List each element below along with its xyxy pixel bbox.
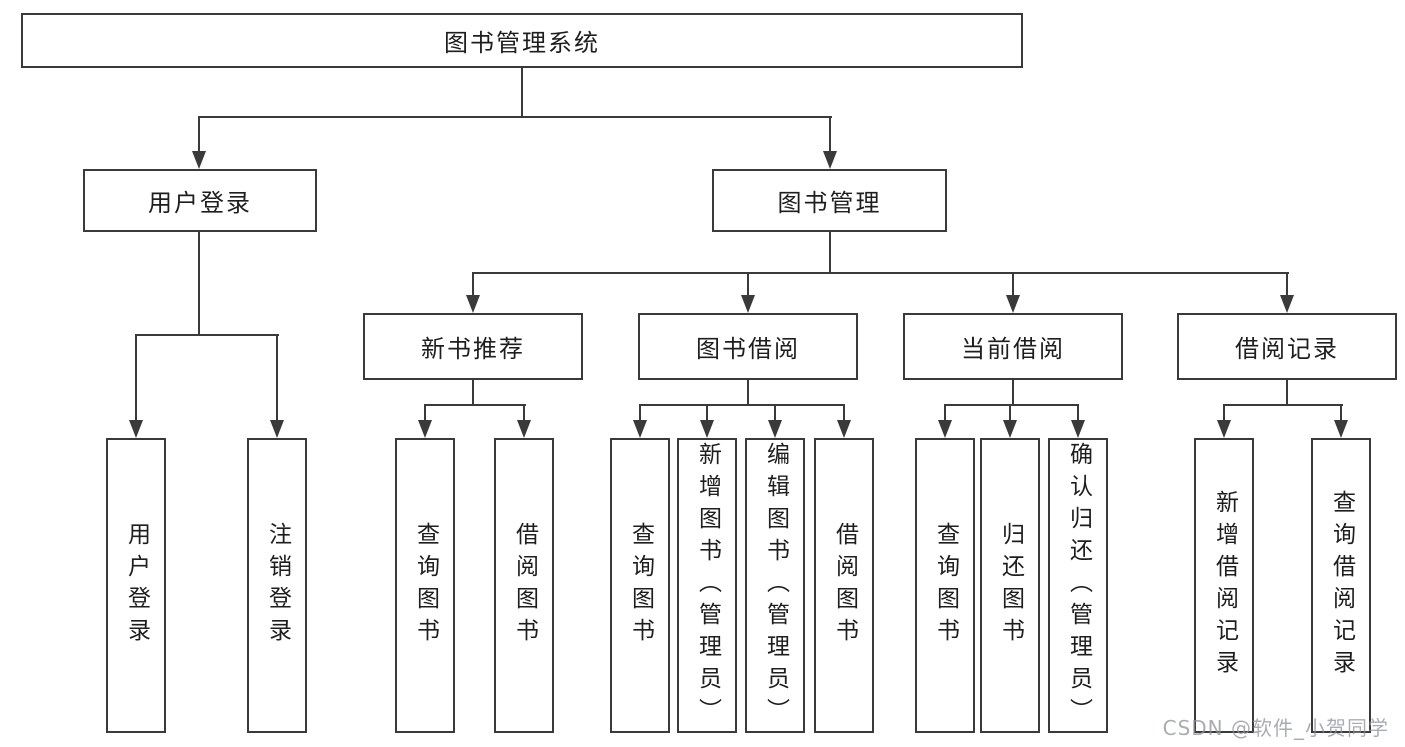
leaf-add-book-admin-label: 新增图书（管理员） [694, 441, 721, 730]
connector-line [1077, 404, 1079, 422]
connector-line [639, 404, 845, 406]
leaf-user-login-label: 用户登录 [123, 521, 150, 650]
connector-line [1223, 404, 1343, 406]
connector-line [135, 334, 137, 422]
node-book-borrow: 图书借阅 [638, 313, 858, 380]
node-book-borrow-label: 图书借阅 [696, 335, 800, 363]
arrow-down-icon [837, 420, 851, 438]
arrow-down-icon [1217, 420, 1231, 438]
arrow-down-icon [823, 151, 837, 169]
leaf-borrow-borrow-book: 借阅图书 [814, 438, 874, 733]
connector-line [1340, 404, 1342, 422]
connector-line [1223, 404, 1225, 422]
node-borrow-record: 借阅记录 [1177, 313, 1397, 380]
arrow-down-icon [700, 420, 714, 438]
arrow-down-icon [633, 420, 647, 438]
leaf-recommend-query-book-label: 查询图书 [412, 521, 439, 650]
connector-line [1286, 272, 1288, 297]
connector-line [829, 116, 831, 153]
leaf-user-login: 用户登录 [106, 438, 166, 733]
connector-line [1286, 380, 1288, 406]
leaf-query-borrow-record: 查询借阅记录 [1311, 438, 1371, 733]
node-root: 图书管理系统 [21, 13, 1023, 68]
leaf-recommend-borrow-book-label: 借阅图书 [511, 521, 538, 650]
node-current-borrow: 当前借阅 [903, 313, 1123, 380]
connector-line [747, 272, 749, 297]
arrow-down-icon [1071, 420, 1085, 438]
leaf-add-borrow-record: 新增借阅记录 [1194, 438, 1254, 733]
connector-line [829, 232, 831, 274]
arrow-down-icon [1280, 295, 1294, 313]
leaf-edit-book-admin-label: 编辑图书（管理员） [762, 441, 789, 730]
node-user-login-label: 用户登录 [148, 189, 252, 217]
node-new-book-recommend: 新书推荐 [363, 313, 583, 380]
connector-line [198, 232, 200, 336]
arrow-down-icon [1334, 420, 1348, 438]
connector-line [472, 272, 1289, 274]
node-current-borrow-label: 当前借阅 [961, 335, 1065, 363]
connector-line [424, 404, 526, 406]
connector-line [944, 404, 946, 422]
csdn-watermark: CSDN @软件_小贺同学 [1162, 716, 1389, 740]
leaf-current-query-book-label: 查询图书 [932, 521, 959, 650]
arrow-down-icon [938, 420, 952, 438]
connector-line [135, 334, 279, 336]
connector-line [424, 404, 426, 422]
arrow-down-icon [768, 420, 782, 438]
leaf-add-book-admin: 新增图书（管理员） [677, 438, 737, 733]
connector-line [198, 116, 200, 153]
connector-line [198, 116, 832, 118]
leaf-logout-login-label: 注销登录 [264, 521, 291, 650]
connector-line [639, 404, 641, 422]
leaf-logout-login: 注销登录 [247, 438, 307, 733]
connector-line [472, 272, 474, 297]
connector-line [706, 404, 708, 422]
leaf-confirm-return-admin-label: 确认归还（管理员） [1065, 441, 1092, 730]
arrow-down-icon [192, 151, 206, 169]
connector-line [944, 404, 1079, 406]
leaf-add-borrow-record-label: 新增借阅记录 [1211, 489, 1238, 682]
arrow-down-icon [741, 295, 755, 313]
leaf-borrow-query-book: 查询图书 [610, 438, 670, 733]
leaf-recommend-query-book: 查询图书 [395, 438, 455, 733]
node-book-management-label: 图书管理 [777, 189, 882, 217]
arrow-down-icon [1006, 295, 1020, 313]
leaf-return-book-label: 归还图书 [997, 521, 1024, 650]
connector-line [472, 380, 474, 406]
node-root-label: 图书管理系统 [444, 29, 600, 57]
leaf-query-borrow-record-label: 查询借阅记录 [1328, 489, 1355, 682]
leaf-borrow-borrow-book-label: 借阅图书 [831, 521, 858, 650]
connector-line [1012, 272, 1014, 297]
node-book-management: 图书管理 [712, 169, 947, 232]
connector-line [276, 334, 278, 422]
leaf-confirm-return-admin: 确认归还（管理员） [1048, 438, 1108, 733]
leaf-current-query-book: 查询图书 [915, 438, 975, 733]
node-borrow-record-label: 借阅记录 [1235, 335, 1339, 363]
connector-line [521, 68, 523, 118]
arrow-down-icon [1003, 420, 1017, 438]
node-user-login: 用户登录 [83, 169, 317, 232]
connector-line [523, 404, 525, 422]
connector-line [747, 380, 749, 406]
arrow-down-icon [466, 295, 480, 313]
leaf-borrow-query-book-label: 查询图书 [627, 521, 654, 650]
connector-line [843, 404, 845, 422]
arrow-down-icon [129, 420, 143, 438]
leaf-return-book: 归还图书 [980, 438, 1040, 733]
node-new-book-recommend-label: 新书推荐 [421, 335, 525, 363]
connector-line [774, 404, 776, 422]
arrow-down-icon [418, 420, 432, 438]
connector-line [1012, 380, 1014, 406]
arrow-down-icon [270, 420, 284, 438]
leaf-recommend-borrow-book: 借阅图书 [494, 438, 554, 733]
connector-line [1009, 404, 1011, 422]
arrow-down-icon [517, 420, 531, 438]
leaf-edit-book-admin: 编辑图书（管理员） [745, 438, 805, 733]
